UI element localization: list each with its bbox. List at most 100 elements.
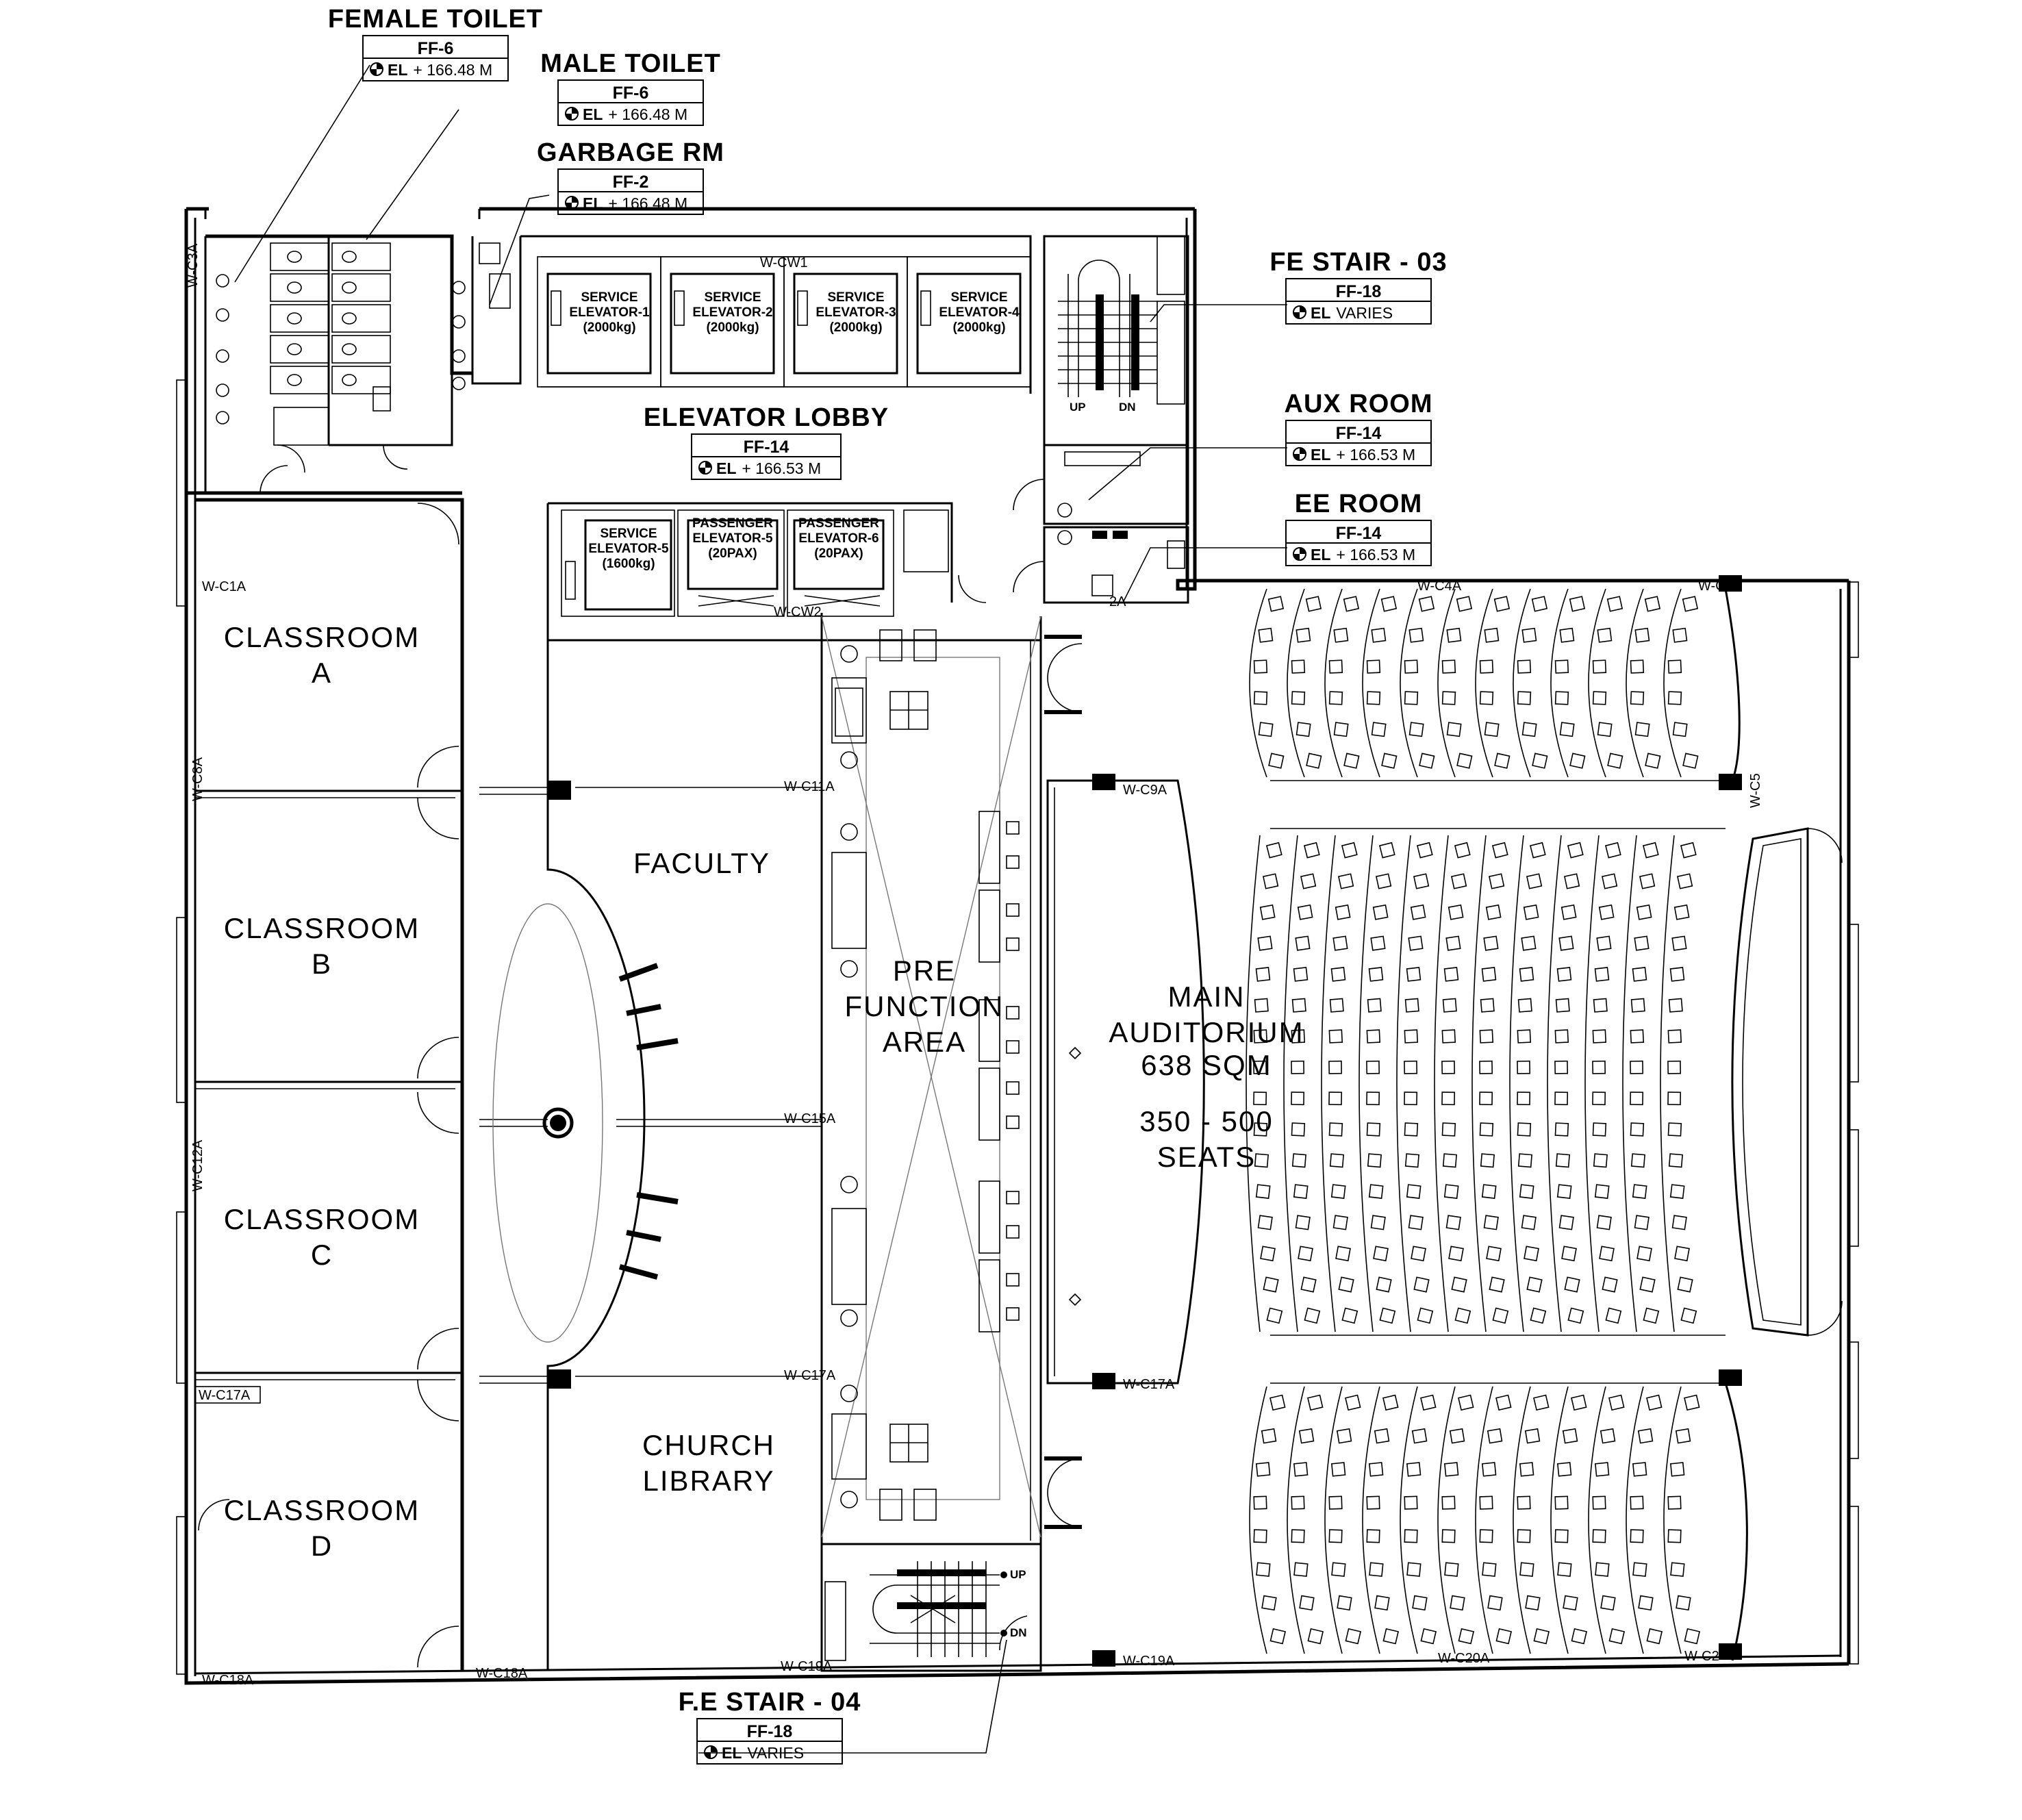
seat: [1669, 967, 1685, 982]
seat: [1338, 1276, 1354, 1293]
seat: [1517, 1060, 1531, 1074]
seat: [1328, 1122, 1343, 1137]
seat: [1554, 659, 1569, 674]
service-elevator-bank: W-CW1: [520, 235, 1032, 394]
seat: [1330, 1184, 1346, 1199]
callout-title: ELEVATOR LOBBY: [644, 403, 889, 432]
seat: [1524, 1428, 1541, 1444]
seat: [1446, 627, 1462, 643]
seat: [1554, 1495, 1569, 1510]
seat: [1594, 1462, 1610, 1477]
seat: [1554, 1091, 1569, 1106]
seat: [1601, 873, 1618, 889]
seat: [1592, 1091, 1606, 1106]
seat: [1420, 1394, 1437, 1411]
seat: [1682, 753, 1699, 769]
seat: [1450, 1595, 1465, 1611]
seat: [1366, 691, 1381, 705]
seat: [1519, 967, 1534, 982]
seat: [1667, 659, 1682, 674]
passenger-elevator-bank: W-CW2: [546, 502, 1042, 642]
seat: [1492, 1307, 1509, 1324]
callout-title: F.E STAIR - 04: [679, 1688, 861, 1717]
seat: [1408, 627, 1424, 643]
auditorium-seats: [1246, 588, 1701, 1654]
fe-stair-04-core: UP DN W-C19A: [781, 1543, 1042, 1674]
seat: [1328, 691, 1343, 705]
seat: [1374, 1595, 1390, 1611]
seat: [1366, 1529, 1380, 1543]
stair04-dn-label: DN: [1010, 1626, 1027, 1639]
seat: [1673, 904, 1690, 920]
seat: [1450, 873, 1467, 889]
seat: [1669, 1184, 1685, 1199]
seat: [1495, 1394, 1512, 1411]
seat: [1443, 1184, 1459, 1199]
seat: [1291, 659, 1306, 674]
seat: [1441, 1091, 1456, 1106]
seat: [1481, 967, 1497, 982]
seat: [1597, 627, 1613, 643]
faculty-library-zone: W-C11A W-C15A W-C17A: [479, 613, 836, 1671]
seat: [1291, 1153, 1306, 1168]
seat: [1489, 1276, 1505, 1293]
seat: [1671, 935, 1687, 951]
seat: [1408, 722, 1424, 737]
seat: [1371, 627, 1387, 643]
seat: [1253, 1529, 1267, 1543]
seat: [1642, 842, 1659, 859]
seat: [1491, 842, 1508, 859]
seat: [1594, 1184, 1610, 1199]
seat: [1604, 842, 1621, 859]
seat: [1371, 722, 1387, 737]
wall-tag-cw2: W-CW2: [774, 605, 822, 620]
seat: [1607, 753, 1623, 769]
seat: [1419, 753, 1435, 769]
seat: [1592, 1495, 1606, 1510]
seat: [1441, 1029, 1456, 1044]
seat: [1367, 998, 1382, 1013]
seat: [1634, 722, 1650, 737]
seat: [1268, 753, 1285, 769]
seat: [1630, 1153, 1645, 1168]
seat: [1454, 842, 1471, 859]
seat: [1404, 1495, 1418, 1510]
seat: [1404, 1153, 1419, 1168]
seat: [1680, 842, 1697, 859]
seat: [1411, 1428, 1428, 1444]
callout-code: FF-6: [418, 39, 454, 58]
seat: [1404, 1029, 1419, 1044]
wall-tag-c9a: W-C9A: [1123, 783, 1167, 798]
auditorium: W-C4A W-C2 W-C5 W-C9A W-C17A W-C19A W-C2…: [1046, 575, 1843, 1669]
seat: [1456, 753, 1473, 769]
seat: [1253, 1495, 1267, 1510]
seat: [1554, 1529, 1569, 1543]
seat: [1261, 1595, 1277, 1611]
seat: [1668, 998, 1683, 1013]
seat: [1519, 1462, 1534, 1477]
seat: [1630, 1060, 1644, 1074]
seat: [1563, 873, 1580, 889]
seat: [1517, 1529, 1531, 1543]
seat: [1441, 1529, 1456, 1543]
seat: [1406, 1562, 1421, 1577]
seat: [1639, 873, 1656, 889]
seat: [1567, 1307, 1584, 1324]
callout-code: FF-18: [1336, 282, 1382, 301]
leader-lines: [234, 64, 1287, 1754]
seat: [1260, 1246, 1276, 1262]
seat: [1293, 1462, 1309, 1477]
seat: [1303, 842, 1320, 859]
seat: [1370, 935, 1386, 951]
seat: [1329, 998, 1344, 1013]
seat: [1291, 1060, 1305, 1074]
seat: [1484, 627, 1500, 643]
seat: [1483, 1215, 1499, 1230]
callout-elevation: EL+ 166.53 M: [1311, 546, 1415, 564]
seat: [1517, 659, 1532, 674]
seat: [1335, 1246, 1351, 1262]
seat: [1670, 1562, 1685, 1577]
